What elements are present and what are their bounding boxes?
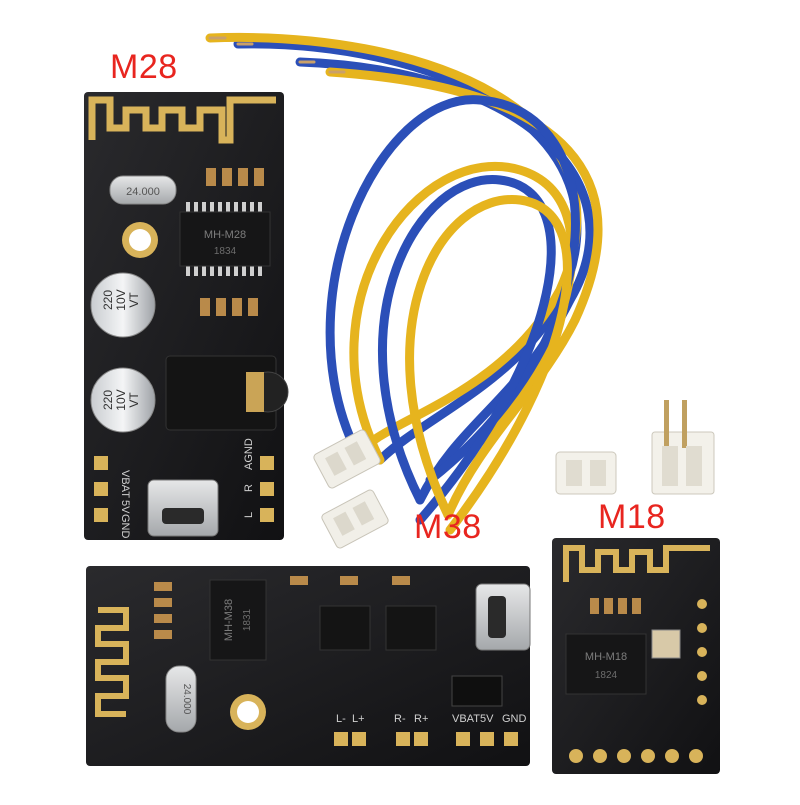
m38-pin-5v: 5V <box>480 713 494 725</box>
m38-usb-port <box>475 583 531 651</box>
m38-pin-r-plus: R+ <box>414 713 428 725</box>
wire-harness <box>205 32 603 535</box>
m38-chip: MH-M38 1831 <box>209 579 267 661</box>
connector-header-pins <box>651 400 715 495</box>
label-m28: M28 <box>110 48 178 86</box>
connector-plug-2 <box>321 489 389 549</box>
m28-cap-top-value: 220 <box>101 290 115 310</box>
m38-pads <box>334 732 518 746</box>
m28-crystal: 24.000 <box>109 175 177 205</box>
m28-pin-r: R <box>243 484 255 492</box>
m18-side-pads <box>697 599 707 705</box>
m28-pin-l: L <box>243 512 255 518</box>
m38-pin-r-minus: R- <box>394 713 406 725</box>
m38-diode <box>451 675 503 707</box>
connector-plug-1 <box>313 429 381 489</box>
m28-chip-text: MH-M28 <box>204 229 246 241</box>
m28-pin-vbat: VBAT <box>119 470 131 498</box>
m18-chip: MH-M18 1824 <box>565 633 647 695</box>
label-m18: M18 <box>598 498 666 536</box>
m28-pin-gnd: GND <box>119 514 131 539</box>
m18-board: MH-M18 1824 <box>552 538 720 774</box>
m38-chip-date: 1831 <box>242 608 253 631</box>
m28-pads-right <box>260 456 274 522</box>
m28-crystal-text: 24.000 <box>126 186 160 198</box>
m28-cap-bottom-type: VT <box>127 392 141 408</box>
m28-capacitor-top: 220 10V VT <box>90 272 156 338</box>
m38-chip-text: MH-M38 <box>223 599 235 641</box>
m38-board: MH-M38 1831 24.000 L- L+ R- R+ VBAT 5V G <box>86 566 531 766</box>
m18-chip-text: MH-M18 <box>585 651 627 663</box>
m28-cap-top-voltage: 10V <box>114 289 128 310</box>
m38-pin-gnd: GND <box>502 713 527 725</box>
m18-antenna <box>563 545 710 582</box>
m38-amp-chip-left <box>319 605 371 651</box>
m38-crystal-text: 24.000 <box>181 684 192 715</box>
m38-antenna <box>95 607 129 717</box>
m28-capacitor-bottom: 220 10V VT <box>90 367 156 433</box>
m28-chip-date: 1834 <box>214 246 237 257</box>
m28-usb-port <box>147 479 219 537</box>
m28-cap-bottom-voltage: 10V <box>114 389 128 410</box>
m18-bottom-pads <box>569 749 703 763</box>
m28-antenna <box>88 96 276 144</box>
connector-housing-loose <box>555 451 617 495</box>
m28-cap-bottom-value: 220 <box>101 390 115 410</box>
m18-led <box>651 629 681 659</box>
m28-cap-top-type: VT <box>127 292 141 308</box>
m28-audio-jack <box>165 355 289 431</box>
m28-pin-agnd: AGND <box>243 438 255 470</box>
m38-pin-vbat: VBAT <box>452 713 480 725</box>
m38-pin-l-plus: L+ <box>352 713 365 725</box>
m38-pin-l-minus: L- <box>336 713 346 725</box>
label-m38: M38 <box>414 508 482 546</box>
m28-chip: MH-M28 1834 <box>179 202 271 276</box>
m28-pin-5v: 5V <box>119 500 131 514</box>
m28-pads-left <box>94 456 108 522</box>
m38-crystal: 24.000 <box>165 665 197 733</box>
m38-amp-chip-right <box>385 605 437 651</box>
m28-board: 24.000 MH-M28 1834 220 10V VT <box>84 92 289 540</box>
m18-chip-date: 1824 <box>595 670 618 681</box>
